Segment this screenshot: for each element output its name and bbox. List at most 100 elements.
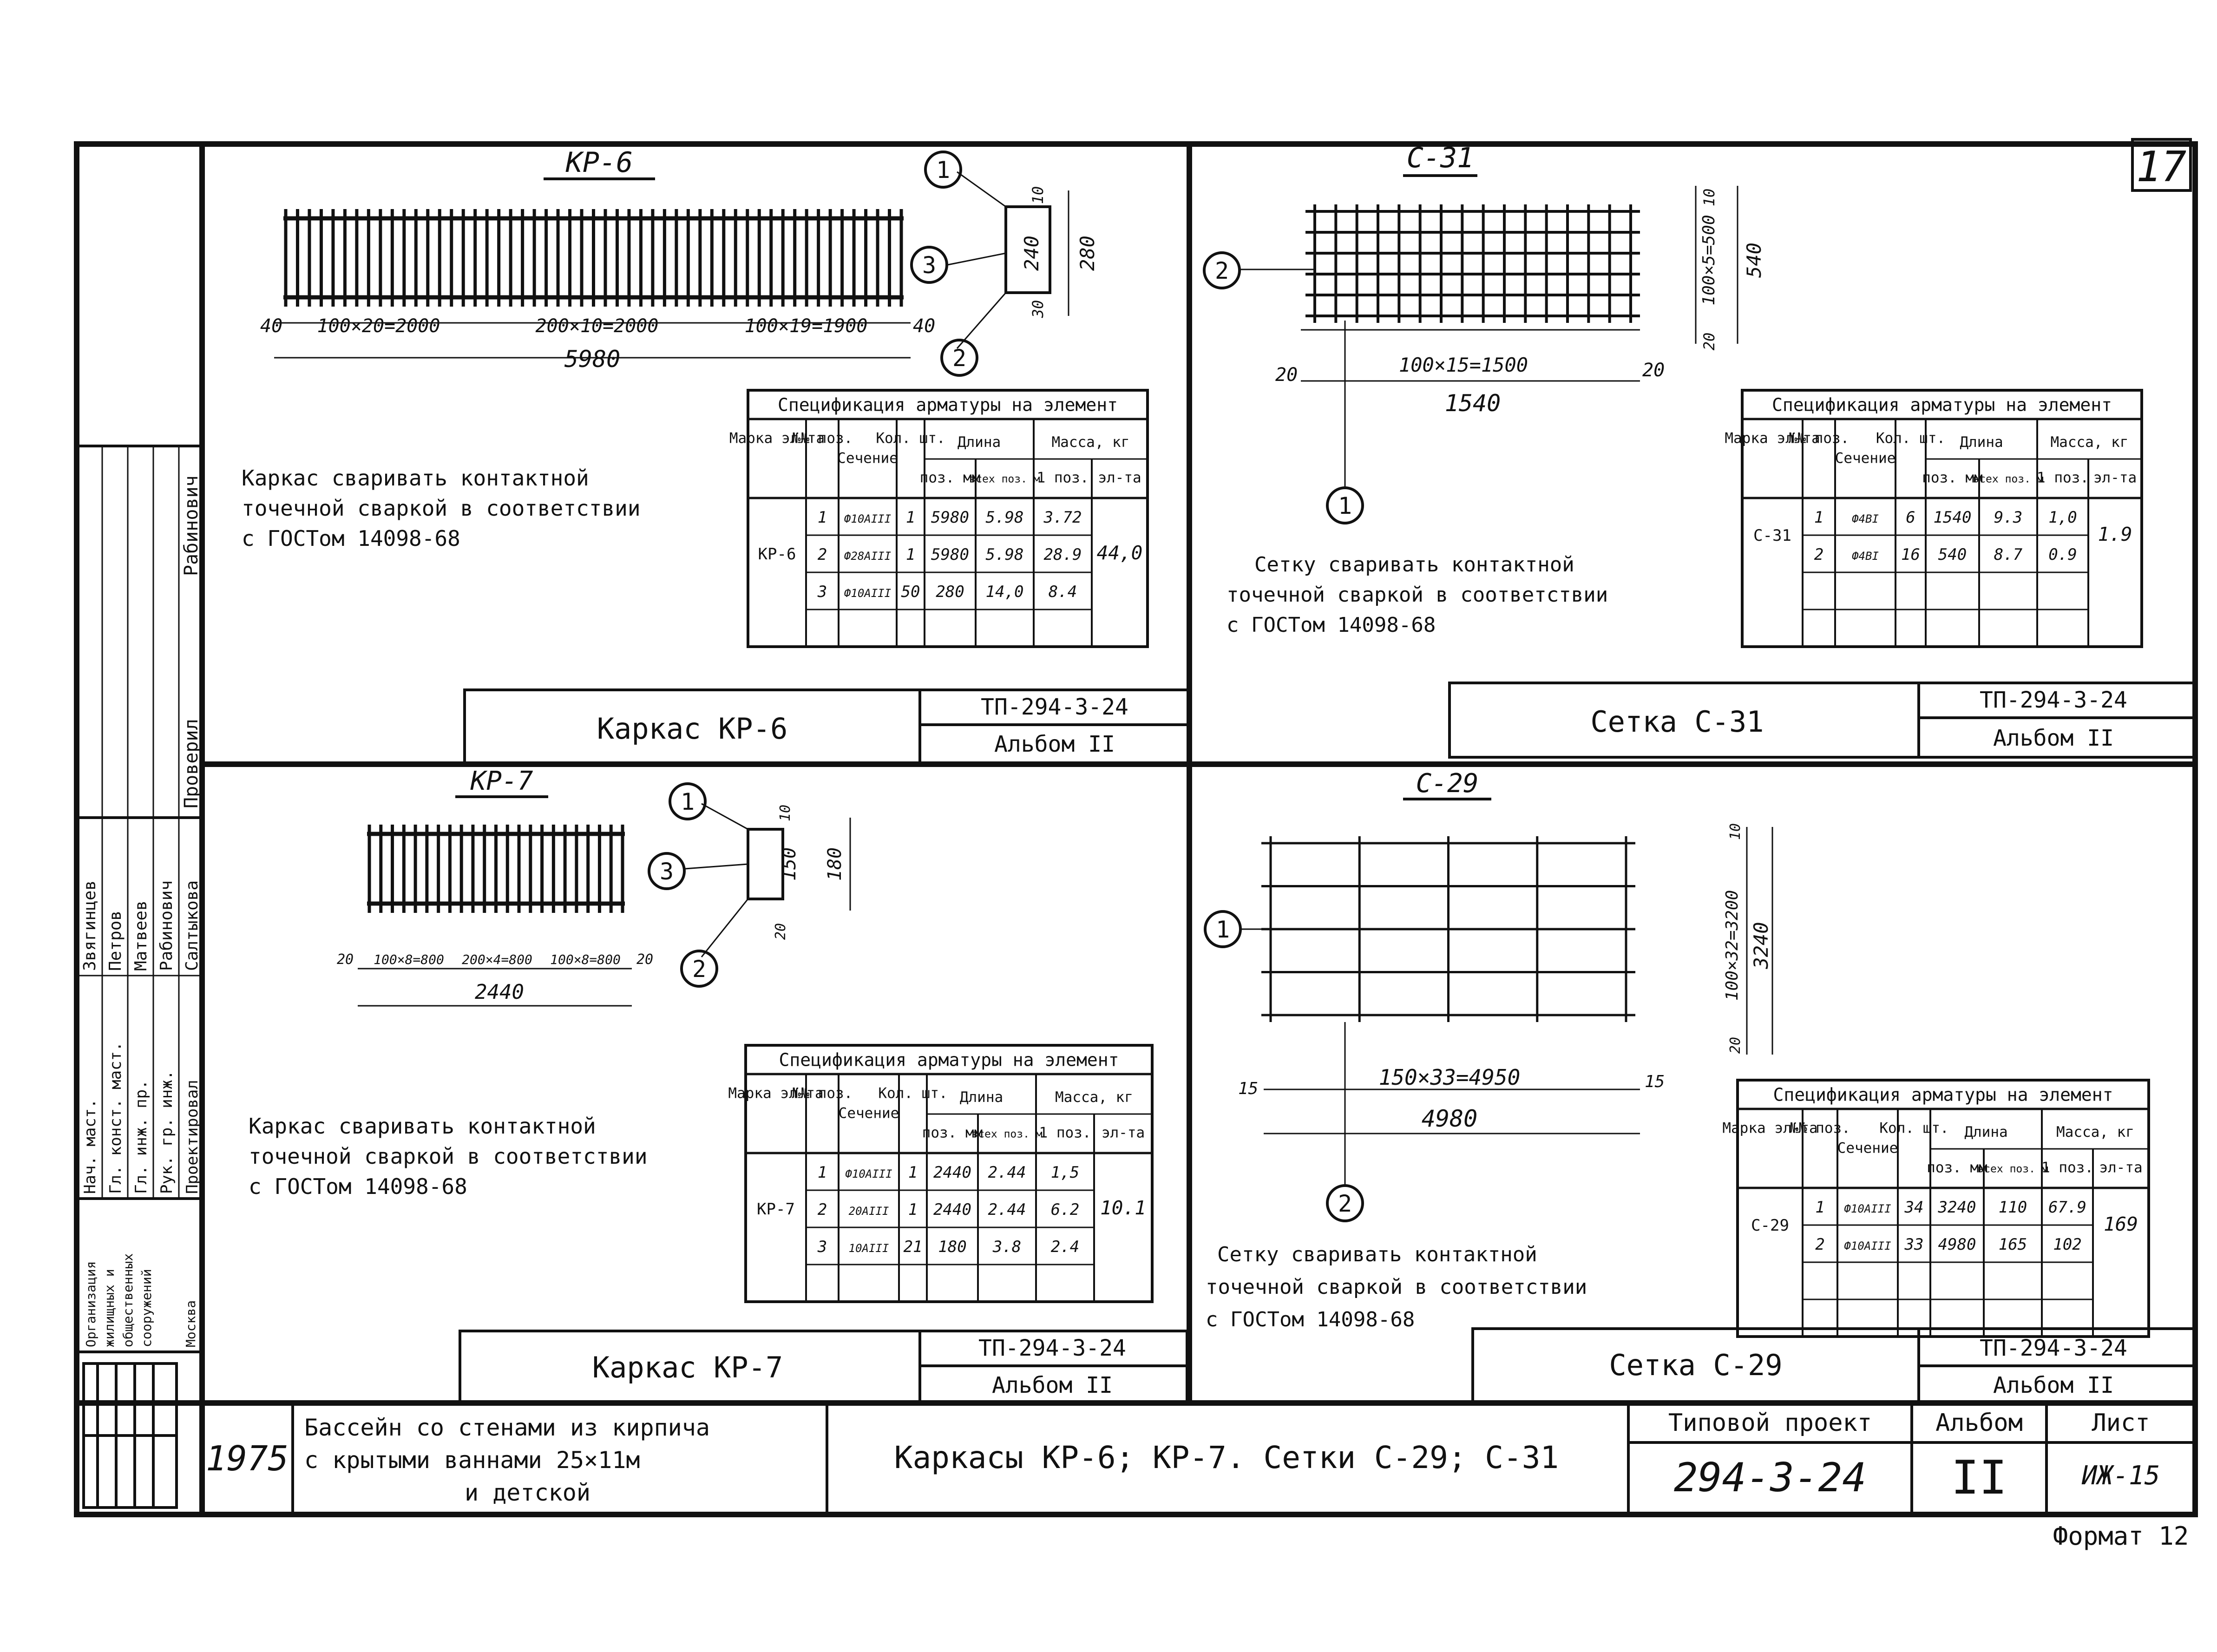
spec-header: Масса, кг [2051,434,2129,451]
strip-upper-name: Рабинович [181,475,202,576]
c29-title: С-29 [1416,768,1479,799]
c29-stamp-title: Сетка С-29 [1609,1348,1782,1382]
kr7-callout-1-label: 1 [681,788,695,815]
spec-header: всех поз. м [1977,1163,2048,1175]
spec-total-mass: 1.9 [2098,523,2132,545]
spec-header: Кол. шт. [876,430,945,447]
spec-cell: 1 [1814,508,1823,527]
spec-cell: 5980 [931,508,969,527]
c29-dim-h: 3240 [1750,922,1772,969]
spec-cell: Ф4ВI [1852,512,1879,525]
spec-cell: 3.8 [992,1238,1021,1256]
spec-title: Спецификация арматуры на элемент [1773,1085,2113,1105]
spec-header: эл-та [2099,1159,2142,1176]
kr6-stamp-album: Альбом II [994,731,1115,757]
tb-desc-line3: и детской [465,1479,590,1506]
kr6-dim-seg2: 200×10=2000 [536,315,659,337]
c29-grid [1261,836,1635,1022]
c31-callout-1-label: 1 [1338,492,1352,519]
c29-dim-total: 4980 [1422,1105,1477,1132]
spec-cell: 33 [1904,1235,1924,1254]
spec-cell: 1 [908,1200,918,1219]
kr7-dim-end-left: 20 [337,951,354,968]
kr6-dim-top: 10 [1029,186,1047,204]
c29-dim-top: 10 [1727,823,1744,840]
c31-stamp [1448,682,2197,759]
c29-dim-end-left: 15 [1238,1079,1258,1098]
spec-cell: 1540 [1934,508,1972,527]
spec-cell: Ф4ВI [1852,550,1879,563]
kr7-leader-3 [685,863,748,870]
spec-cell: 28.9 [1044,545,1082,564]
kr7-note-line3: с ГОСТом 14098-68 [249,1174,467,1199]
spec-header: Марка эл-та [1722,1120,1817,1137]
spec-cell: 102 [2053,1235,2081,1254]
spec-header: поз. мм [922,1124,983,1141]
spec-border [1736,1079,2150,1338]
spec-header: 1 поз. [1037,469,1089,486]
tb-project-label: Типовой проект [1668,1409,1872,1437]
kr6-section-width: 240 [1020,236,1043,271]
spec-header: эл-та [1102,1124,1145,1141]
kr7-bars [367,825,624,913]
strip-name-2: Петров [106,911,125,971]
kr6-note-line2: точечной сваркой в соответствии [242,496,641,521]
c29-dim-bot: 20 [1727,1037,1744,1054]
kr7-dim-seg2: 200×4=800 [462,952,532,967]
sheet-number: 17 [2136,143,2186,191]
c31-dim-end-left: 20 [1275,364,1298,386]
c31-dim-total: 1540 [1445,390,1501,417]
spec-border [747,389,1149,648]
spec-cell: 2.44 [988,1200,1026,1219]
spec-cell: 20АIII [849,1205,889,1218]
tb-year: 1975 [206,1439,289,1479]
spec-header: всех поз. м [971,1128,1042,1140]
kr7-section-width: 150 [779,847,800,881]
spec-header: Сечение [1835,450,1896,467]
spec-cell: 50 [901,583,920,601]
spec-cell: 1 [1815,1198,1824,1217]
spec-cell: 5980 [931,545,969,564]
spec-cell: 21 [904,1238,923,1256]
spec-cell: 2.4 [1051,1238,1079,1256]
spec-header: Марка эл-та [728,1085,823,1102]
kr7-callout-3 [648,852,686,890]
spec-header: Марка эл-та [729,430,825,447]
spec-header: поз. мм [1927,1159,1987,1176]
kr7-dim-seg1: 100×8=800 [374,952,444,967]
kr6-dim-end-left: 40 [260,315,282,337]
c31-dim-side: 100×5=500 [1699,215,1719,305]
spec-cell: 6.2 [1051,1200,1079,1219]
spec-header: поз. мм [1922,469,1983,486]
spec-title: Спецификация арматуры на элемент [779,1050,1119,1070]
strip-org-5: Москва [183,1300,198,1347]
kr7-dim-end-right: 20 [636,951,653,968]
strip-org-1: Организация [83,1261,98,1347]
kr6-leader-1 [957,171,1006,208]
spec-title: Спецификация арматуры на элемент [1772,395,2112,415]
kr7-stamp-code: ТП-294-3-24 [978,1335,1126,1361]
c31-dim-bot: 20 [1700,333,1718,351]
c31-callout-2 [1203,251,1241,289]
spec-cell: 14,0 [986,583,1024,601]
kr6-dim-total: 5980 [564,346,620,373]
kr7-callout-2-label: 2 [692,956,706,983]
c29-callout-1-label: 1 [1216,916,1230,943]
spec-mark: КР-7 [757,1200,795,1219]
spec-header: Масса, кг [1052,434,1130,451]
spec-cell: 67.9 [2048,1198,2086,1217]
kr6-callout-1 [924,151,962,189]
strip-name-3: Матвеев [131,900,151,971]
tb-sheet-value: ИЖ-15 [2081,1461,2160,1491]
spec-header: Длина [1960,434,2003,451]
spec-header: эл-та [1098,469,1141,486]
spec-cell: 2 [1815,1235,1824,1254]
spec-header: Сечение [839,1105,899,1122]
spec-cell: 3 [817,583,827,601]
spec-header: 1 поз. [2037,469,2089,486]
spec-cell: 180 [938,1238,966,1256]
spec-cell: Ф10АIII [844,587,891,600]
c29-note-line1: Сетку сваривать контактной [1217,1243,1537,1266]
